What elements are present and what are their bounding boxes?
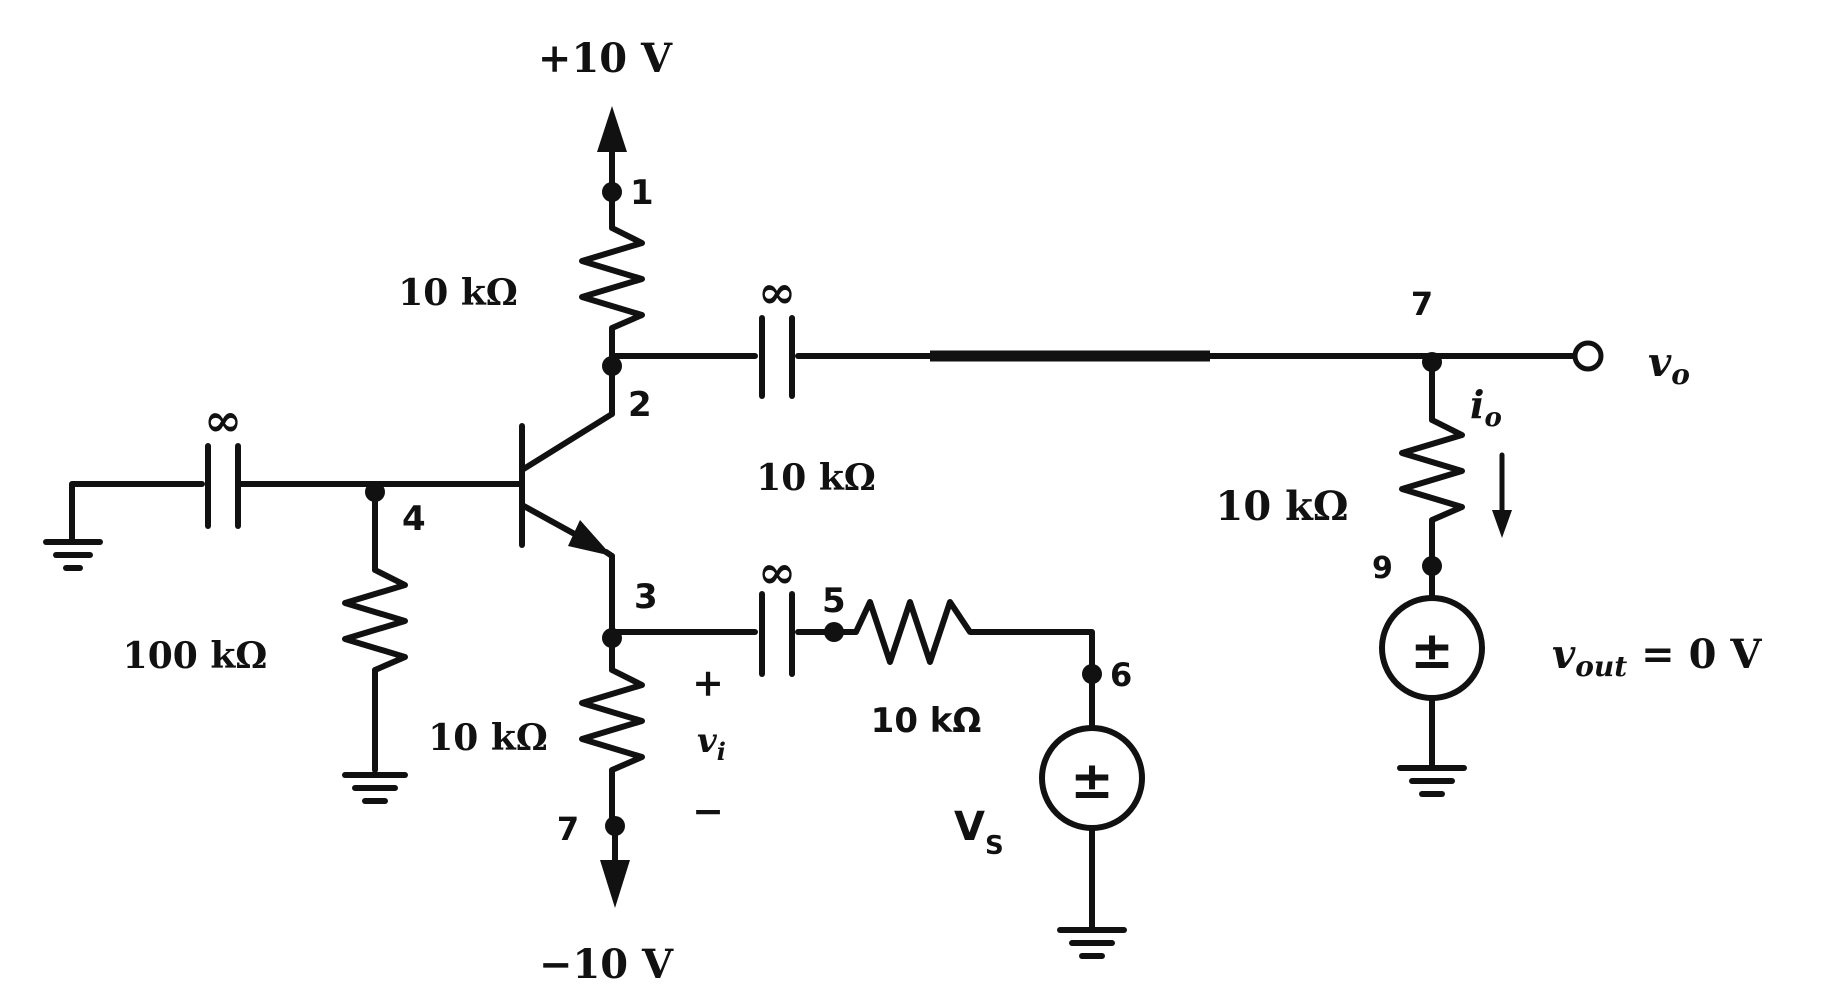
vs-source-symbol: ± bbox=[1070, 751, 1114, 811]
vs-label: VS bbox=[954, 804, 1004, 861]
vi-minus-label: − bbox=[692, 788, 724, 833]
node-6-label: 6 bbox=[1110, 656, 1132, 694]
collector-coupling-capacitor bbox=[759, 315, 795, 399]
vs-ground-icon bbox=[1057, 927, 1127, 959]
load-resistor bbox=[1399, 359, 1465, 569]
base-ground-icon bbox=[43, 539, 103, 571]
node-7-bottom-label: 7 bbox=[557, 810, 579, 848]
emitter-capacitor-label: ∞ bbox=[758, 545, 796, 599]
node-1-label: 1 bbox=[630, 173, 654, 213]
emitter-resistor-label: 10 kΩ bbox=[428, 717, 548, 759]
node-5-label: 5 bbox=[822, 581, 846, 621]
vout-source-symbol: ± bbox=[1410, 621, 1454, 681]
io-direction-arrow bbox=[1492, 452, 1512, 538]
emitter-arrow bbox=[568, 520, 612, 556]
base-resistor-ground-icon bbox=[342, 772, 408, 804]
base-capacitor-left-wire bbox=[69, 481, 205, 545]
source-resistor-label: 10 kΩ bbox=[871, 701, 982, 741]
negative-supply-arrow bbox=[600, 823, 630, 908]
vout-ground-icon bbox=[1397, 765, 1467, 797]
node-3-label: 3 bbox=[634, 577, 658, 617]
node-4-label: 4 bbox=[402, 499, 426, 539]
collector-resistor bbox=[579, 189, 645, 369]
positive-supply-arrow bbox=[597, 106, 627, 195]
collector-resistor-label: 10 kΩ bbox=[398, 272, 518, 314]
base-coupling-capacitor bbox=[205, 443, 241, 529]
vi-plus-label: + bbox=[692, 660, 724, 705]
load-resistor-label: 10 kΩ bbox=[1216, 483, 1349, 530]
npn-transistor bbox=[519, 363, 615, 641]
emitter-coupling-capacitor bbox=[759, 591, 795, 677]
vi-label: vi bbox=[697, 721, 726, 766]
base-resistor-label: 100 kΩ bbox=[123, 635, 268, 677]
source-resistor bbox=[831, 599, 1095, 677]
base-resistor bbox=[342, 489, 408, 773]
positive-supply-label: +10 V bbox=[538, 35, 673, 82]
node-2-label: 2 bbox=[628, 385, 652, 425]
middle-resistor-label: 10 kΩ bbox=[756, 457, 876, 499]
emitter-resistor bbox=[579, 635, 645, 829]
base-capacitor-label: ∞ bbox=[204, 393, 242, 447]
io-label: io bbox=[1470, 382, 1502, 433]
vo-label: vo bbox=[1648, 339, 1690, 391]
vout-label: vout = 0 V bbox=[1552, 631, 1762, 683]
collector-capacitor-label: ∞ bbox=[758, 265, 796, 319]
node-7-output-label: 7 bbox=[1411, 285, 1433, 323]
output-terminal bbox=[1572, 340, 1604, 372]
negative-supply-label: −10 V bbox=[539, 941, 674, 988]
node-9-label: 9 bbox=[1372, 551, 1393, 586]
